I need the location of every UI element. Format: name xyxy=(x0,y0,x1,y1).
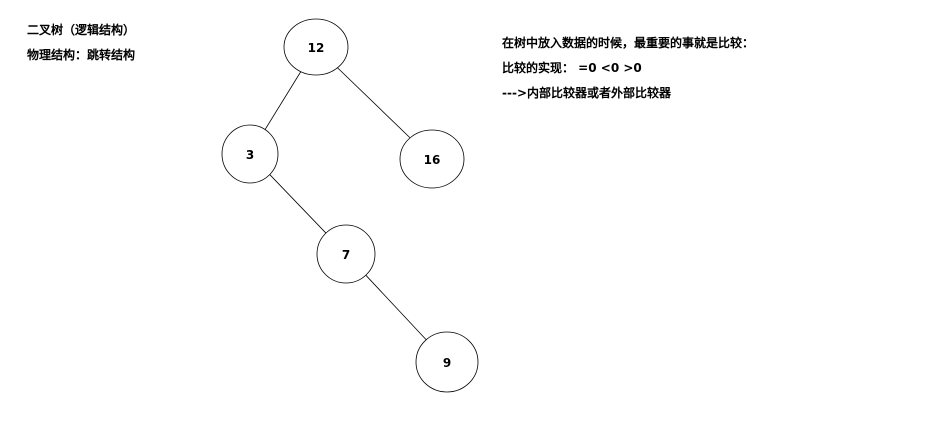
tree-nodes: 12 3 16 7 9 xyxy=(221,18,479,393)
node-circle xyxy=(399,129,465,189)
edge-n12-n16 xyxy=(337,67,411,139)
note-comparison-impl: 比较的实现： =0 <0 >0 xyxy=(502,61,642,75)
node-label: 9 xyxy=(443,356,451,370)
node-label: 16 xyxy=(424,153,441,167)
node-circle xyxy=(316,224,376,284)
note-comparator-types: --->内部比较器或者外部比较器 xyxy=(502,86,671,100)
right-notes: 在树中放入数据的时候，最重要的事就是比较： 比较的实现： =0 <0 >0 --… xyxy=(502,35,754,110)
edge-n3-n7 xyxy=(269,174,327,234)
node-circle xyxy=(221,124,279,184)
note-binary-tree-logical: 二叉树（逻辑结构） xyxy=(27,23,136,37)
node-circle xyxy=(283,18,349,76)
tree-node-12: 12 xyxy=(283,18,349,76)
edge-n12-n3 xyxy=(264,71,302,130)
tree-node-16: 16 xyxy=(399,129,465,189)
edge-n7-n9 xyxy=(365,274,427,341)
tree-node-9: 9 xyxy=(415,331,479,393)
tree-edges xyxy=(264,67,427,341)
node-label: 7 xyxy=(342,248,350,262)
note-comparison-important: 在树中放入数据的时候，最重要的事就是比较： xyxy=(502,36,755,50)
node-circle xyxy=(415,331,479,393)
tree-node-7: 7 xyxy=(316,224,376,284)
tree-node-3: 3 xyxy=(221,124,279,184)
node-label: 12 xyxy=(308,41,325,55)
left-notes: 二叉树（逻辑结构） 物理结构：跳转结构 xyxy=(27,22,135,72)
node-label: 3 xyxy=(246,148,254,162)
note-physical-structure: 物理结构：跳转结构 xyxy=(27,48,136,62)
